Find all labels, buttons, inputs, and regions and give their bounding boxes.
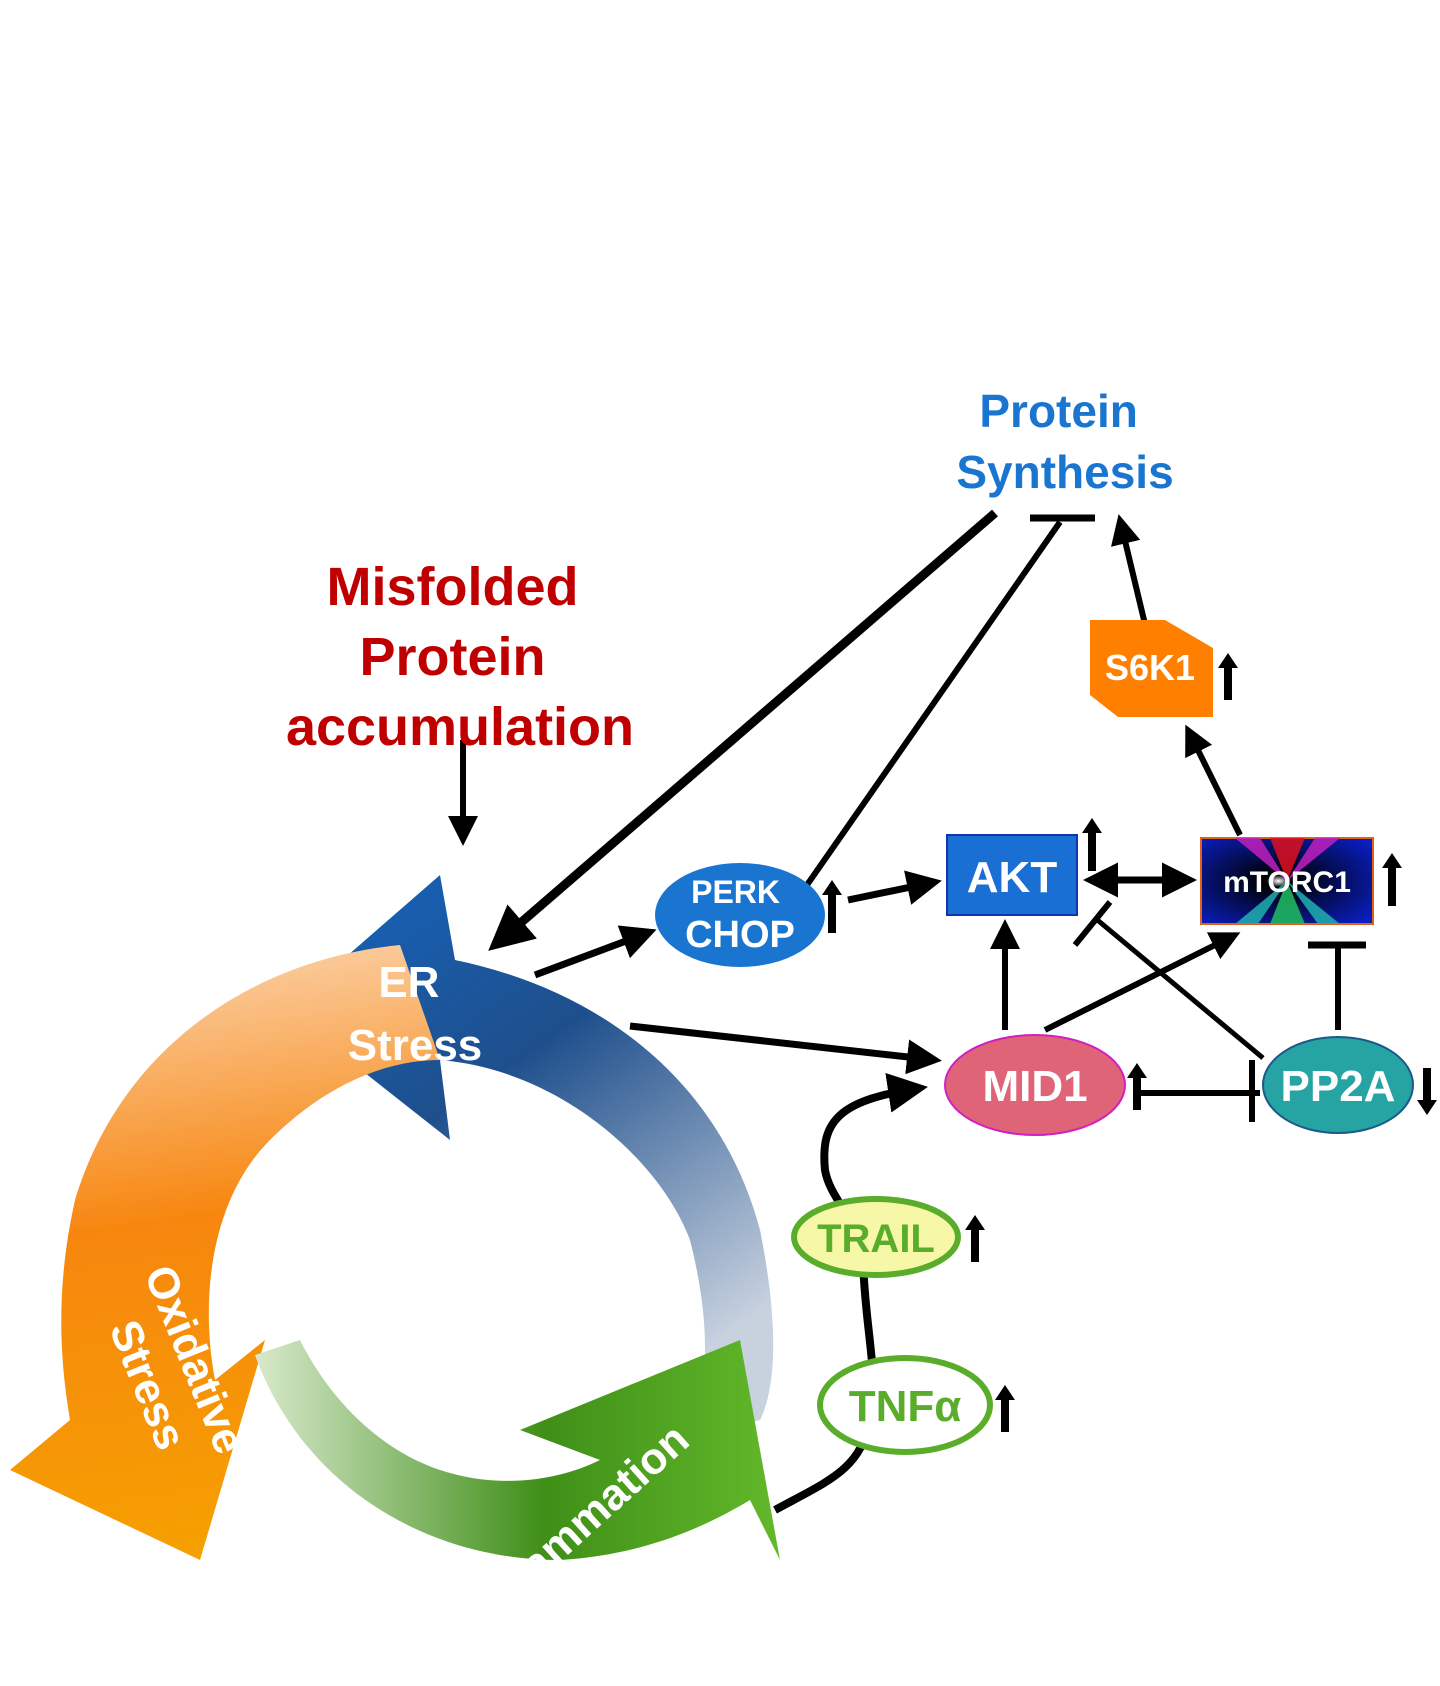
edges: [448, 509, 1366, 1514]
edge-er-to-perk: [533, 925, 657, 979]
node-mid1[interactable]: MID1: [944, 1034, 1126, 1136]
node-trail[interactable]: TRAIL: [791, 1196, 961, 1278]
mid1-up-arrow-icon: [1127, 1063, 1147, 1110]
edge-mid1-to-mtorc1: [1043, 932, 1241, 1033]
node-akt[interactable]: AKT: [946, 834, 1078, 916]
edge-synthesis-to-er: [488, 509, 998, 951]
akt-label: AKT: [967, 853, 1058, 902]
node-perk-chop[interactable]: PERK CHOP: [655, 863, 825, 967]
akt-up-arrow-icon: [1082, 818, 1102, 871]
s6k1-up-arrow-icon: [1218, 653, 1238, 700]
mid1-label: MID1: [982, 1062, 1087, 1111]
pp2a-down-arrow-icon: [1417, 1068, 1437, 1115]
trail-up-arrow-icon: [965, 1215, 985, 1262]
misfolded-protein-label: Misfolded Protein accumulation: [286, 557, 634, 757]
perk-label: PERK: [691, 874, 780, 910]
node-s6k1[interactable]: S6K1: [1090, 620, 1213, 717]
s6k1-label: S6K1: [1105, 647, 1195, 688]
perk-up-arrow-icon: [822, 880, 842, 933]
edge-pp2a-inhibits-akt-bar: [1072, 900, 1113, 947]
mtorc1-label: mTORC1: [1223, 866, 1351, 899]
edge-pp2a-inhibits-akt: [1093, 916, 1265, 1060]
tnfa-up-arrow-icon: [995, 1385, 1015, 1432]
er-stress-label: ER Stress: [348, 958, 483, 1070]
pp2a-label: PP2A: [1281, 1062, 1396, 1111]
node-mtorc1[interactable]: mTORC1: [1200, 837, 1374, 925]
node-pp2a[interactable]: PP2A: [1262, 1036, 1414, 1134]
edge-perk-to-akt: [847, 870, 942, 905]
svg-text:PERK CHOP: PERK CHOP: [685, 874, 795, 956]
node-tnfa[interactable]: TNFα: [817, 1355, 993, 1455]
trail-label: TRAIL: [817, 1217, 935, 1261]
chop-label: CHOP: [685, 914, 795, 956]
mtorc1-up-arrow-icon: [1382, 853, 1402, 906]
tnfa-label: TNFα: [849, 1382, 962, 1431]
cycle-orange-arrow: [10, 945, 440, 1560]
edge-mtorc1-to-s6k1: [1185, 724, 1243, 837]
edge-perk-inhibits-synthesis: [797, 520, 1063, 897]
edge-er-to-mid1: [629, 1022, 942, 1075]
cycle-green-arrow: [255, 1340, 780, 1560]
protein-synthesis-label: Protein Synthesis: [956, 385, 1173, 498]
regulation-indicators: [822, 653, 1437, 1432]
